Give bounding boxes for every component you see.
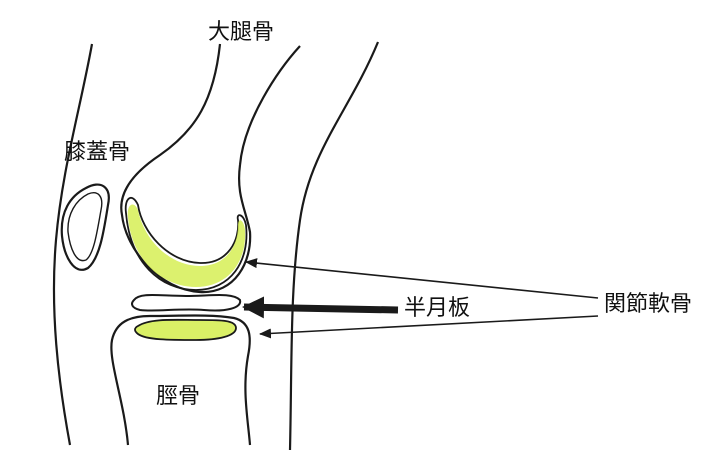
femur-cartilage-outline: [124, 197, 248, 291]
meniscus: [131, 294, 242, 312]
femur-bone: [120, 43, 301, 294]
tibia-bone: [110, 314, 252, 446]
patella-bone: [60, 183, 110, 271]
leg-outline-right: [288, 41, 380, 451]
tibia-label: 脛骨: [156, 384, 201, 409]
meniscus-label: 半月板: [404, 296, 471, 321]
arrow-cartilage-femur: [245, 258, 599, 299]
femur-label: 大腿骨: [208, 20, 275, 45]
articular-cartilage-label: 関節軟骨: [604, 292, 693, 317]
arrow-meniscus: [242, 296, 399, 319]
patella-label: 膝蓋骨: [64, 140, 131, 165]
patella-inner: [67, 192, 103, 262]
arrow-cartilage-tibia: [259, 315, 599, 339]
leg-outline-left: [52, 43, 94, 446]
femoral-cartilage: [127, 204, 246, 287]
tibial-cartilage: [134, 318, 237, 341]
